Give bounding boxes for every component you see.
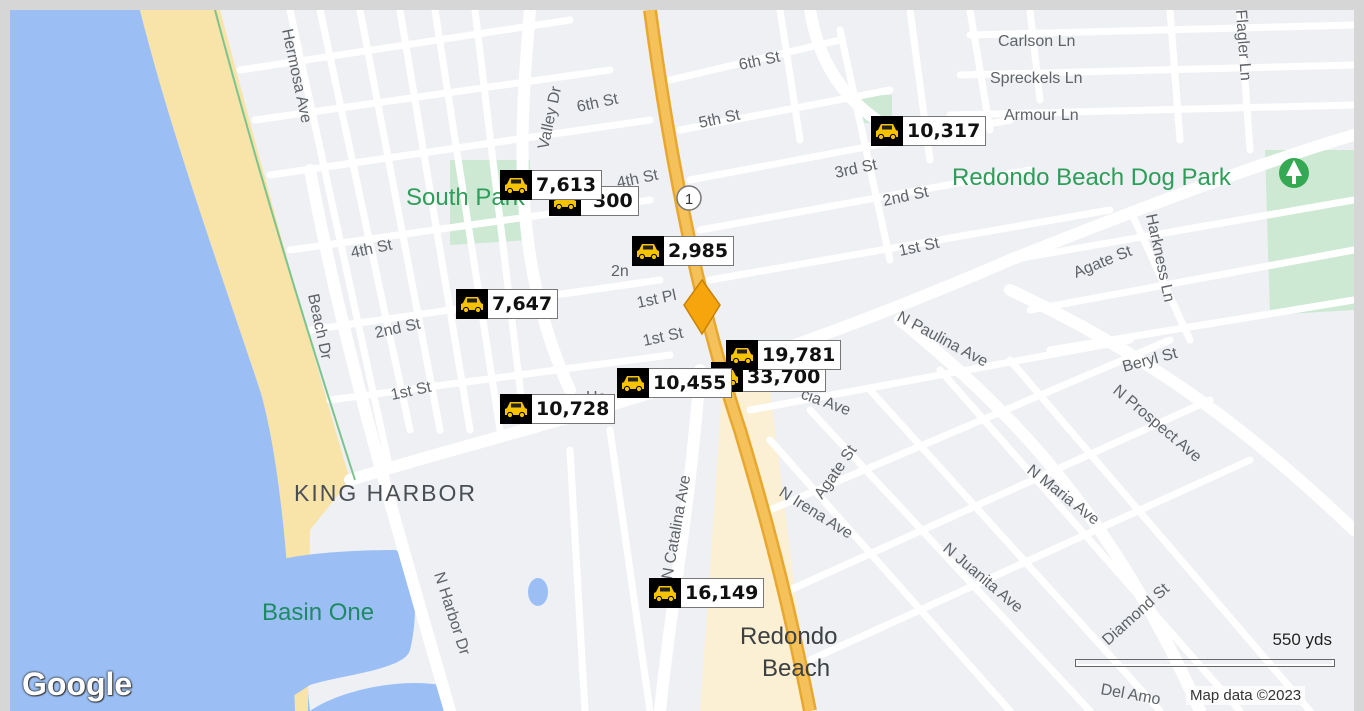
water-label: Basin One bbox=[262, 599, 374, 626]
area-label: KING HARBOR bbox=[294, 480, 477, 506]
traffic-count-marker[interactable]: 7,613 bbox=[500, 170, 603, 200]
harbor-basin bbox=[220, 550, 415, 711]
traffic-count-marker[interactable]: 16,149 bbox=[649, 578, 765, 608]
city-label: Redondo bbox=[740, 623, 837, 650]
traffic-count-marker[interactable]: 10,728 bbox=[500, 394, 616, 424]
traffic-count-value: 10,455 bbox=[653, 372, 727, 394]
diamond-marker-icon[interactable] bbox=[683, 278, 721, 336]
traffic-count-value: 33,700 bbox=[747, 366, 821, 388]
pond bbox=[528, 578, 548, 606]
dog-park-area bbox=[1265, 150, 1354, 315]
ocean bbox=[10, 10, 310, 711]
street-label: 2n bbox=[611, 263, 629, 280]
street-label: Spreckels Ln bbox=[990, 70, 1083, 87]
car-icon bbox=[726, 340, 758, 370]
city-label: Beach bbox=[762, 655, 830, 682]
route-shield: 1 bbox=[676, 185, 702, 211]
car-icon bbox=[500, 170, 532, 200]
map-canvas[interactable]: 1 Hermosa Ave Valley Dr 6th St 6th St 5t… bbox=[10, 10, 1354, 711]
map-data-attribution[interactable]: Map data ©2023 bbox=[1186, 686, 1306, 705]
street-label: Flagler Ln bbox=[1232, 10, 1254, 81]
harbor-channel bbox=[310, 682, 455, 711]
beach-sand bbox=[140, 10, 350, 711]
street-label: Carlson Ln bbox=[998, 33, 1075, 50]
car-icon bbox=[871, 116, 903, 146]
traffic-count-value: 7,613 bbox=[536, 174, 597, 196]
scale-label: 550 yds bbox=[1272, 630, 1332, 649]
traffic-count-value: 300 bbox=[593, 190, 633, 212]
traffic-count-marker[interactable]: 10,317 bbox=[871, 116, 987, 146]
car-icon bbox=[617, 368, 649, 398]
street-label: Armour Ln bbox=[1004, 107, 1079, 124]
traffic-count-value: 7,647 bbox=[492, 293, 553, 315]
scale-line bbox=[1076, 660, 1334, 666]
tree-icon bbox=[1279, 158, 1309, 188]
park-label: Redondo Beach Dog Park bbox=[952, 164, 1232, 191]
highway-1 bbox=[645, 10, 815, 711]
local-roads bbox=[236, 10, 1354, 711]
scale-bar[interactable]: 550 yds bbox=[1072, 620, 1336, 670]
traffic-count-value: 2,985 bbox=[668, 240, 729, 262]
traffic-count-marker[interactable]: 2,985 bbox=[632, 236, 735, 266]
car-icon bbox=[500, 394, 532, 424]
car-icon bbox=[649, 578, 681, 608]
car-icon bbox=[456, 289, 488, 319]
major-roads bbox=[304, 10, 1354, 711]
traffic-count-marker[interactable]: 10,455 bbox=[617, 368, 733, 398]
commercial-area bbox=[700, 390, 810, 711]
traffic-count-marker[interactable]: 19,781 bbox=[726, 340, 842, 370]
car-icon bbox=[632, 236, 664, 266]
traffic-count-value: 16,149 bbox=[685, 582, 759, 604]
traffic-count-value: 19,781 bbox=[762, 344, 836, 366]
google-logo[interactable]: Google bbox=[22, 666, 133, 702]
traffic-count-value: 10,317 bbox=[907, 120, 981, 142]
map-frame: 1 Hermosa Ave Valley Dr 6th St 6th St 5t… bbox=[10, 10, 1354, 711]
traffic-count-marker[interactable]: 7,647 bbox=[456, 289, 559, 319]
beach-path bbox=[214, 10, 356, 481]
svg-text:1: 1 bbox=[685, 191, 693, 208]
traffic-count-value: 10,728 bbox=[536, 398, 610, 420]
